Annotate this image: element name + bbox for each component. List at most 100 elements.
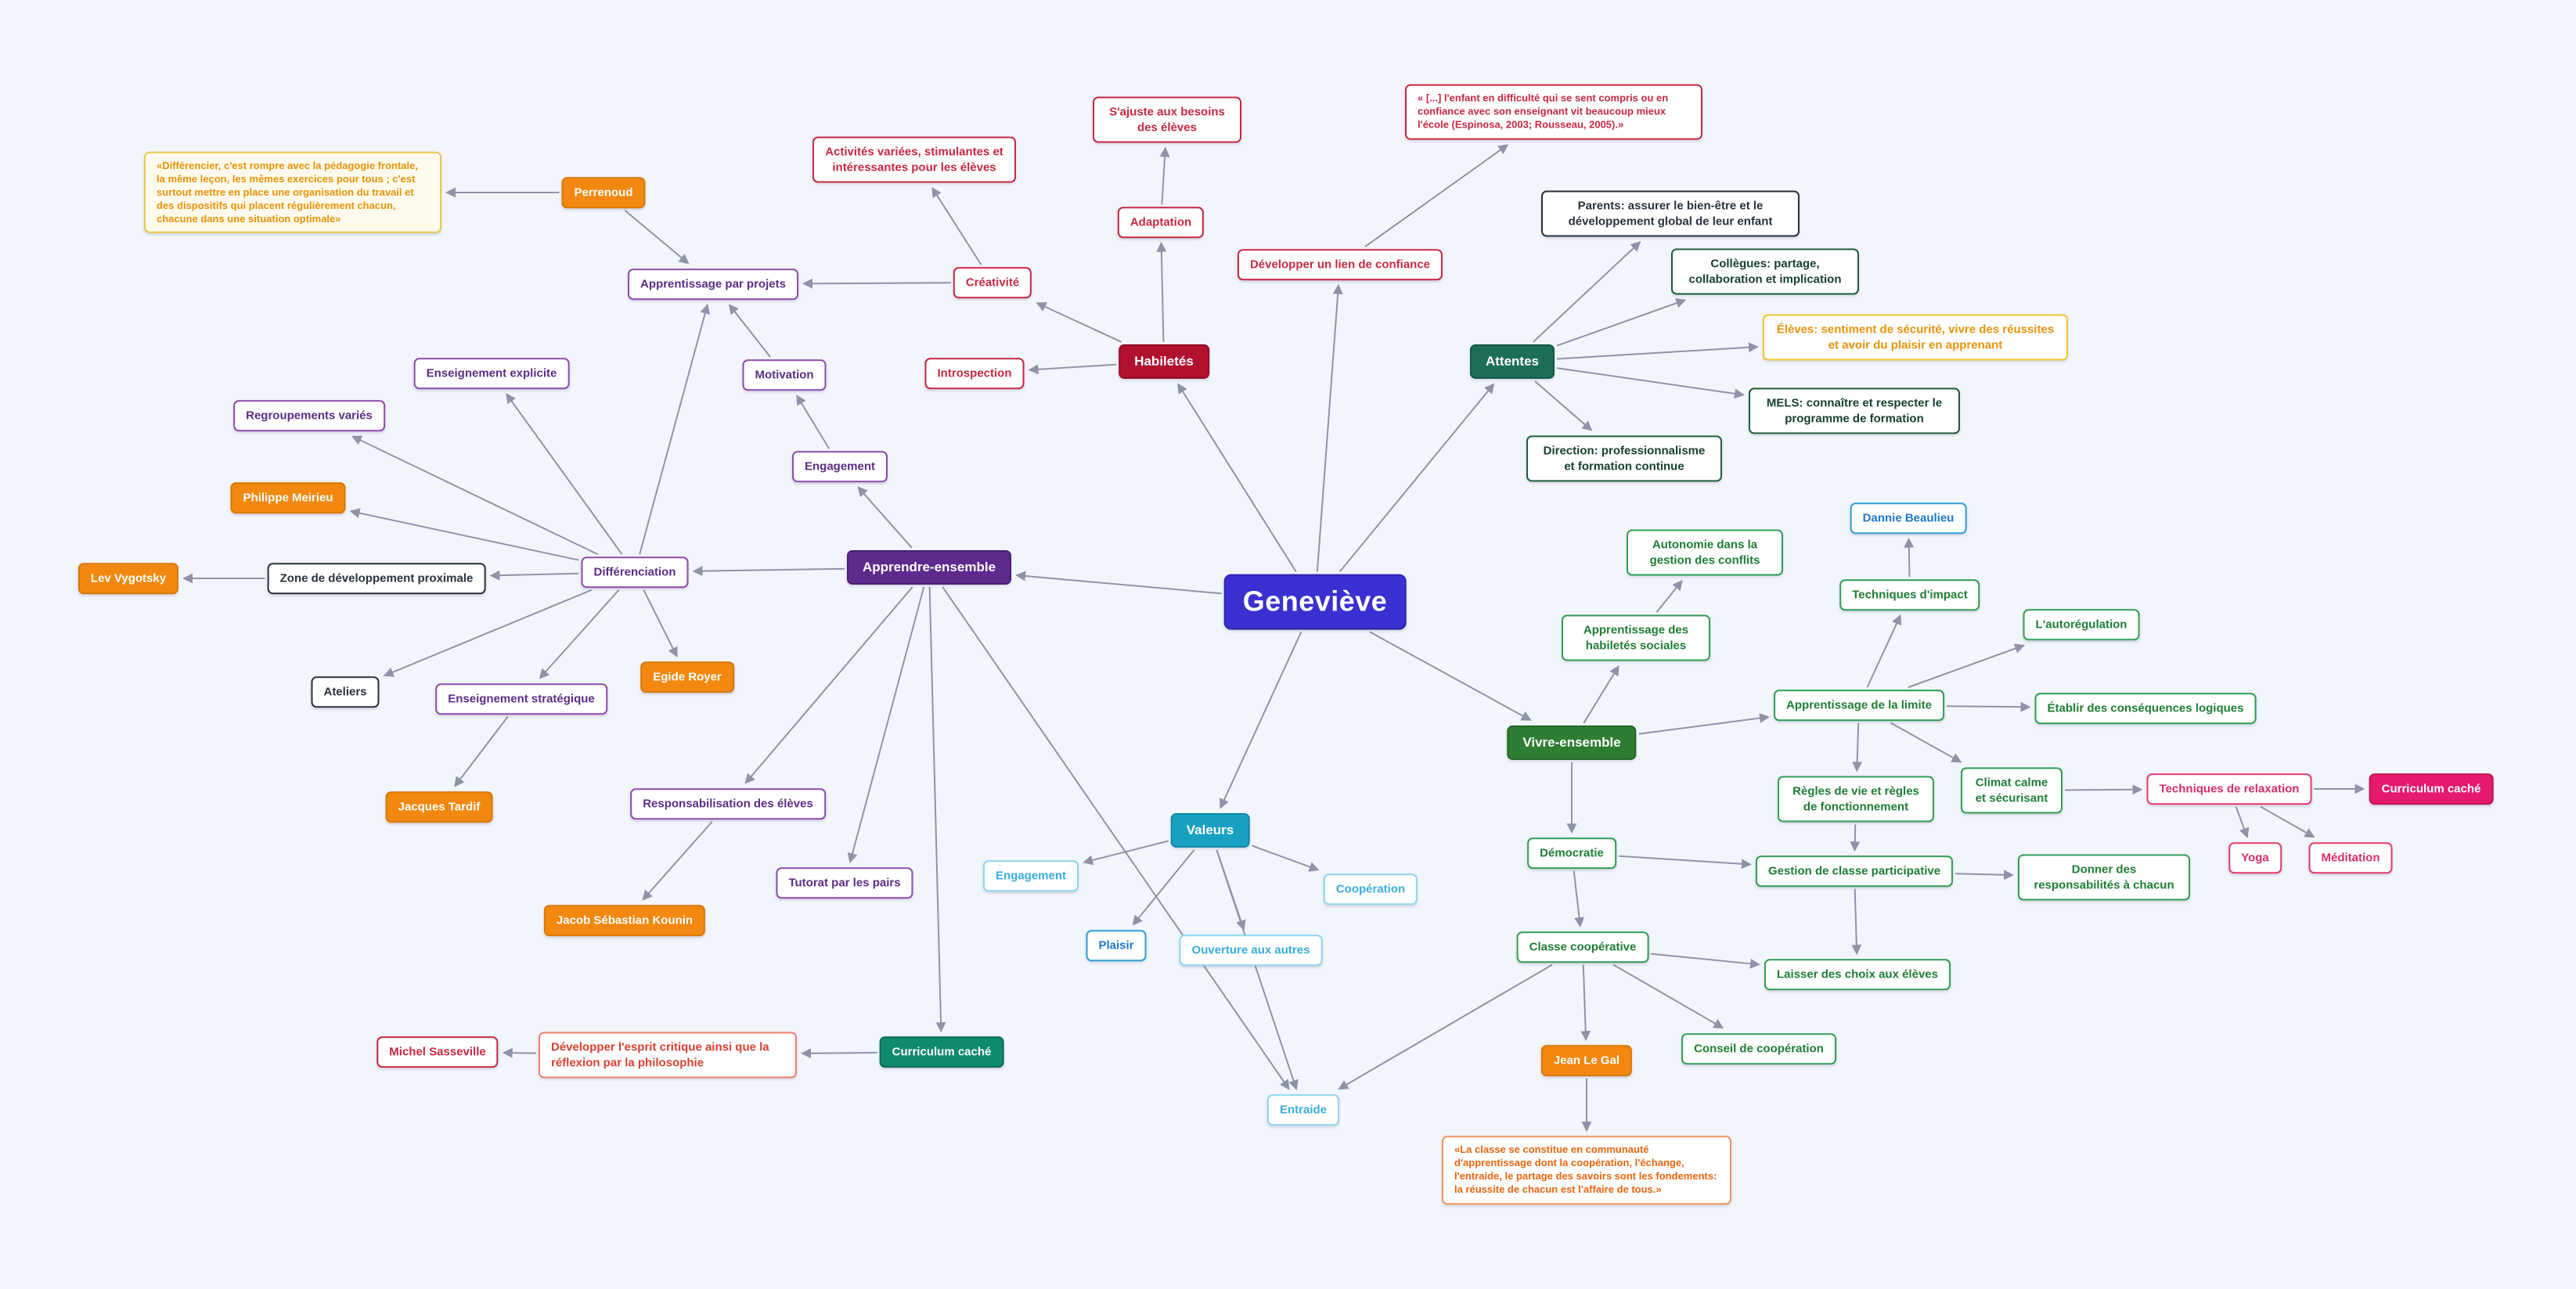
node-laisser[interactable]: Laisser des choix aux élèves (1764, 959, 1951, 990)
edge-attentes-mels (1556, 367, 1745, 399)
node-introspection[interactable]: Introspection (924, 358, 1025, 389)
node-engagement-p[interactable]: Engagement (791, 451, 888, 482)
edge-limite-consequences (1946, 701, 2031, 712)
node-curriculum-vert[interactable]: Curriculum caché (879, 1036, 1004, 1068)
edge-ens-strategique-jacques-tardif (454, 716, 509, 787)
node-ens-explicite[interactable]: Enseignement explicite (413, 358, 570, 389)
node-yoga[interactable]: Yoga (2228, 842, 2282, 873)
node-hab-sociales[interactable]: Apprentissage des habiletés sociales (1562, 614, 1710, 661)
edge-apprendre-responsabilisation (744, 586, 913, 784)
edge-apprendre-tutorat (847, 586, 925, 864)
node-responsabilisation[interactable]: Responsabilisation des élèves (630, 788, 826, 819)
node-autoregulation[interactable]: L'autorégulation (2023, 609, 2140, 640)
node-meditation[interactable]: Méditation (2308, 842, 2393, 873)
node-activites[interactable]: Activités variées, stimulantes et intére… (812, 136, 1016, 183)
edge-relaxation-yoga (2235, 806, 2250, 839)
edge-lien-confiance-quote-espinosa (1364, 144, 1509, 248)
node-relaxation[interactable]: Techniques de relaxation (2146, 773, 2312, 805)
node-limite[interactable]: Apprentissage de la limite (1774, 690, 1944, 721)
edge-genevieve-apprendre (1015, 571, 1222, 595)
edge-genevieve-valeurs (1220, 631, 1302, 809)
edge-valeurs-cooperation (1251, 844, 1320, 872)
node-attentes[interactable]: Attentes (1469, 344, 1555, 380)
node-motivation[interactable]: Motivation (742, 359, 827, 391)
node-adaptation[interactable]: Adaptation (1117, 207, 1205, 238)
node-quote-la-classe[interactable]: «La classe se constitue en communauté d'… (1442, 1136, 1731, 1204)
node-sajuste[interactable]: S'ajuste aux besoins des élèves (1093, 96, 1241, 143)
node-engagement-b[interactable]: Engagement (982, 860, 1079, 891)
node-creativite[interactable]: Créativité (953, 267, 1032, 298)
edge-hab-sociales-autonomie (1655, 579, 1683, 614)
node-tutorat[interactable]: Tutorat par les pairs (776, 867, 913, 898)
node-jean-le-gal[interactable]: Jean Le Gal (1540, 1045, 1633, 1076)
node-vygotsky[interactable]: Lev Vygotsky (77, 563, 179, 594)
node-perrenoud[interactable]: Perrenoud (561, 177, 646, 208)
node-direction[interactable]: Direction: professionnalisme et formatio… (1526, 435, 1722, 482)
node-consequences[interactable]: Établir des conséquences logiques (2034, 693, 2257, 724)
edge-attentes-eleves (1556, 342, 1759, 360)
node-differenciation[interactable]: Différenciation (581, 556, 689, 588)
node-quote-differencier[interactable]: «Différencier, c'est rompre avec la péda… (144, 151, 441, 234)
node-kounin[interactable]: Jacob Sébastian Kounin (543, 905, 706, 936)
node-donner[interactable]: Donner des responsabilités à chacun (2018, 854, 2190, 901)
edge-gestion-laisser (1851, 888, 1862, 956)
node-entraide[interactable]: Entraide (1266, 1094, 1340, 1125)
node-vivre[interactable]: Vivre-ensemble (1507, 725, 1637, 761)
node-conseil[interactable]: Conseil de coopération (1681, 1033, 1836, 1064)
edge-differenciation-meirieu (349, 508, 579, 561)
node-plaisir[interactable]: Plaisir (1086, 930, 1147, 961)
node-projets[interactable]: Apprentissage par projets (628, 268, 798, 300)
node-tech-impact[interactable]: Techniques d'impact (1839, 579, 1980, 610)
node-jacques-tardif[interactable]: Jacques Tardif (385, 791, 493, 823)
node-collegues[interactable]: Collègues: partage, collaboration et imp… (1671, 248, 1859, 295)
node-habiletes[interactable]: Habiletés (1119, 344, 1209, 380)
node-genevieve[interactable]: Geneviève (1223, 574, 1407, 630)
edge-tech-impact-dannie (1904, 537, 1915, 578)
node-meirieu[interactable]: Philippe Meirieu (230, 482, 346, 513)
node-gestion[interactable]: Gestion de classe participative (1755, 855, 1954, 887)
edge-valeurs-plaisir (1132, 849, 1195, 926)
node-eleves[interactable]: Élèves: sentiment de sécurité, vivre des… (1763, 314, 2068, 361)
node-ouverture[interactable]: Ouverture aux autres (1179, 934, 1323, 966)
node-ateliers[interactable]: Ateliers (311, 676, 380, 708)
edge-differenciation-ateliers (383, 589, 593, 677)
edge-habiletes-creativite (1036, 302, 1122, 343)
node-valeurs[interactable]: Valeurs (1170, 812, 1250, 848)
edge-attentes-collegues (1556, 298, 1687, 347)
node-sasseville[interactable]: Michel Sasseville (376, 1036, 499, 1068)
node-curriculum-rose[interactable]: Curriculum caché (2369, 773, 2494, 805)
edge-apprendre-curriculum-vert (928, 587, 946, 1033)
edge-genevieve-habiletes (1177, 383, 1297, 573)
node-dannie[interactable]: Dannie Beaulieu (1850, 502, 1967, 534)
edge-perrenoud-projets (624, 209, 690, 265)
edge-classe-coop-laisser (1651, 952, 1760, 969)
node-cooperation[interactable]: Coopération (1323, 873, 1418, 905)
node-democratie[interactable]: Démocratie (1527, 837, 1616, 869)
node-ens-strategique[interactable]: Enseignement stratégique (435, 683, 607, 715)
node-regles[interactable]: Règles de vie et règles de fonctionnemen… (1778, 776, 1934, 823)
edge-engagement-p-motivation (796, 394, 830, 449)
edge-limite-autoregulation (1908, 643, 2026, 689)
edge-apprendre-engagement-p (857, 486, 913, 549)
edge-differenciation-ens-explicite (506, 393, 623, 555)
node-parents[interactable]: Parents: assurer le bien-être et le déve… (1541, 190, 1800, 237)
node-zone-proximale[interactable]: Zone de développement proximale (267, 563, 486, 594)
edge-regles-gestion (1850, 824, 1861, 852)
edge-differenciation-ens-strategique (539, 589, 620, 679)
edge-valeurs-entraide (1216, 849, 1299, 1091)
node-autonomie[interactable]: Autonomie dans la gestion des conflits (1627, 529, 1783, 576)
node-regroupements[interactable]: Regroupements variés (233, 400, 385, 431)
edge-adaptation-sajuste (1159, 146, 1170, 205)
edge-differenciation-regroupements (351, 435, 599, 556)
node-esprit-critique[interactable]: Développer l'esprit critique ainsi que l… (539, 1032, 797, 1078)
node-classe-coop[interactable]: Classe coopérative (1516, 931, 1649, 963)
edge-differenciation-egide-royer (643, 589, 678, 657)
node-quote-espinosa[interactable]: « [...] l'enfant en difficulté qui se se… (1405, 84, 1702, 140)
node-mels[interactable]: MELS: connaître et respecter le programm… (1749, 387, 1960, 434)
node-lien-confiance[interactable]: Développer un lien de confiance (1237, 249, 1443, 280)
node-apprendre[interactable]: Apprendre-ensemble (846, 549, 1012, 585)
node-climat[interactable]: Climat calme et sécurisant (1961, 767, 2063, 814)
node-egide-royer[interactable]: Egide Royer (640, 661, 734, 693)
